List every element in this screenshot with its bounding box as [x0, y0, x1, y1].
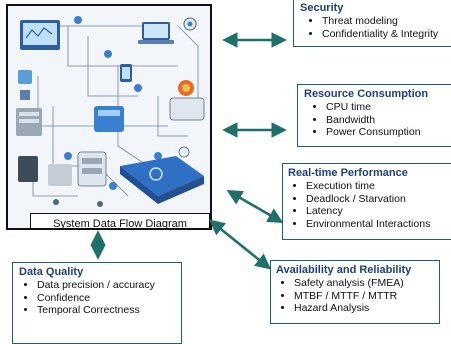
arrow-availability [208, 219, 272, 270]
system-illustration: System Data Flow Diagram [6, 4, 212, 230]
realtime-title: Real-time Performance [288, 167, 408, 179]
list-item: Latency [306, 205, 451, 218]
availability-title: Availability and Reliability [276, 264, 412, 276]
list-item: Hazard Analysis [294, 302, 439, 315]
dataquality-box: Data Quality Data precision / accuracy C… [12, 262, 182, 344]
list-item: Environmental Interactions [306, 218, 451, 231]
list-item: Power Consumption [326, 126, 451, 139]
dataquality-title: Data Quality [19, 266, 84, 278]
realtime-box: Real-time Performance Execution time Dea… [282, 163, 451, 240]
list-item-text: Data precision / accuracy [37, 279, 155, 291]
list-item: Safety analysis (FMEA) [294, 277, 439, 290]
list-item: Confidence [37, 292, 181, 305]
list-item: Threat modeling [322, 15, 451, 28]
resource-box: Resource Consumption CPU time Bandwidth … [297, 84, 451, 147]
list-item: Temporal Correctness [37, 304, 181, 317]
list-item: Data precision / accuracy [37, 279, 181, 292]
illustration-graphic [16, 16, 205, 207]
list-item: Deadlock / Starvation [306, 193, 451, 206]
list-item: Execution time [306, 180, 451, 193]
list-item: Confidentiality & Integrity [322, 28, 451, 41]
arrow-realtime [226, 190, 284, 223]
resource-title: Resource Consumption [304, 88, 429, 100]
availability-box: Availability and Reliability Safety anal… [270, 260, 440, 324]
security-box: Security Threat modeling Confidentiality… [293, 0, 451, 47]
security-title: Security [300, 2, 344, 14]
list-item: Bandwidth [326, 114, 451, 127]
list-item: CPU time [326, 101, 451, 114]
list-item: MTBF / MTTF / MTTR [294, 290, 439, 303]
